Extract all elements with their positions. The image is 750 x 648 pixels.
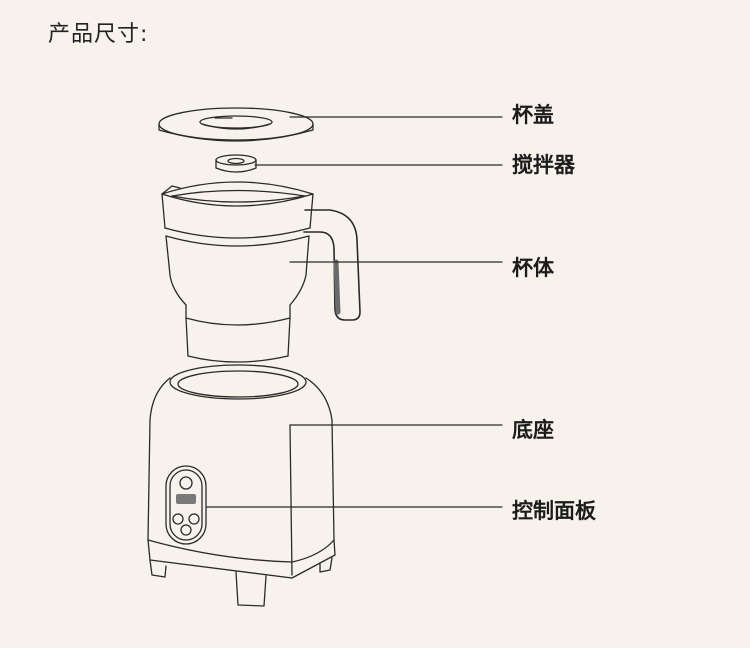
page-title: 产品尺寸: (48, 22, 149, 47)
whisk-part (215, 154, 257, 173)
base-part (147, 364, 336, 607)
control-panel-part (165, 465, 207, 545)
label-base: 底座 (512, 418, 554, 442)
label-lid: 杯盖 (512, 103, 554, 127)
cup-part (161, 181, 361, 363)
label-whisk: 搅拌器 (512, 153, 575, 177)
label-control-panel: 控制面板 (512, 499, 596, 523)
lid-part (158, 107, 314, 142)
leader-lines (205, 116, 503, 508)
label-cup: 杯体 (512, 256, 554, 280)
